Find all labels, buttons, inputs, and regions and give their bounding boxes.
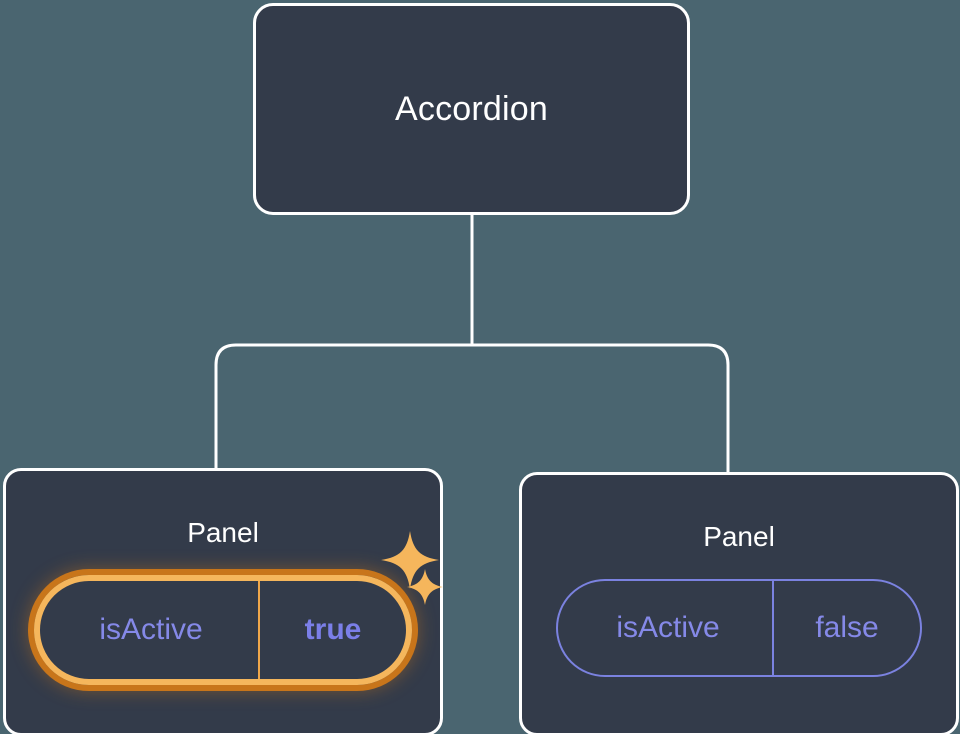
tree-node-panel-inactive[interactable]: Panel isActive false xyxy=(519,472,959,734)
prop-pill-highlighted[interactable]: isActive true xyxy=(34,575,412,685)
node-title: Panel xyxy=(703,521,775,552)
node-title: Accordion xyxy=(395,90,548,128)
tree-node-accordion[interactable]: Accordion xyxy=(253,3,690,215)
tree-node-panel-active[interactable]: Panel isActive true xyxy=(3,468,443,734)
prop-key: isActive xyxy=(99,613,203,646)
node-title: Panel xyxy=(187,517,259,548)
prop-value: false xyxy=(772,581,920,675)
prop-pill[interactable]: isActive false xyxy=(556,579,922,677)
connector-branch-left xyxy=(214,343,472,470)
prop-value: true xyxy=(258,581,406,679)
prop-key: isActive xyxy=(616,611,720,644)
connector-branch-right xyxy=(472,343,730,474)
